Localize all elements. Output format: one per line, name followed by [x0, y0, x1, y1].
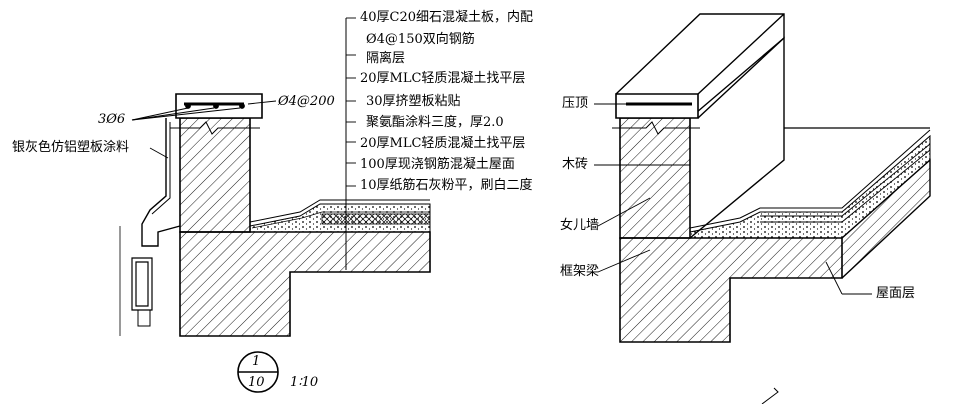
parapet-wall-right [619, 117, 691, 239]
callout-line-2: Ø4@150双向钢筋 [366, 32, 475, 47]
detail-number: 1 [252, 354, 261, 369]
callout-line-6: 聚氨酯涂料三度，厚2.0 [366, 115, 504, 130]
parapet-wall [179, 117, 251, 233]
left-section-detail [119, 17, 431, 337]
callout-line-1: 40厚C20细石混凝土板，内配 [360, 10, 534, 25]
cladding [141, 118, 181, 247]
finish-label: 银灰色仿铝塑板涂料 [12, 140, 130, 155]
gutter [131, 257, 153, 311]
coping-right [615, 93, 699, 119]
label-roof-layers: 屋面层 [876, 286, 916, 301]
rebar-label-right: Ø4@200 [278, 94, 335, 109]
callout-line-8: 100厚现浇钢筋混凝土屋面 [360, 157, 515, 172]
detail-sheet: 10 [248, 375, 265, 390]
label-parapet: 女儿墙 [560, 218, 600, 233]
callout-line-7: 20厚MLC轻质混凝土找平层 [360, 136, 526, 151]
coping [175, 93, 263, 119]
label-coping: 压顶 [562, 96, 589, 111]
right-isometric-detail [594, 13, 931, 404]
callout-line-9: 10厚纸筋石灰粉平，刷白二度 [360, 178, 533, 193]
label-timber-brick: 木砖 [562, 157, 589, 172]
callout-line-4: 20厚MLC轻质混凝土找平层 [360, 71, 526, 86]
callout-line-3: 隔离层 [366, 51, 406, 66]
roof-layers-right [689, 134, 931, 239]
detail-scale: 1∶10 [290, 375, 319, 390]
frame-beam [619, 237, 843, 343]
detail-marker [237, 351, 279, 393]
label-frame-beam: 框架梁 [560, 264, 600, 279]
callout-line-5: 30厚挤塑板粘贴 [366, 94, 461, 109]
rebar-label-left: 3Ø6 [98, 112, 126, 127]
roof-slab [179, 231, 431, 337]
